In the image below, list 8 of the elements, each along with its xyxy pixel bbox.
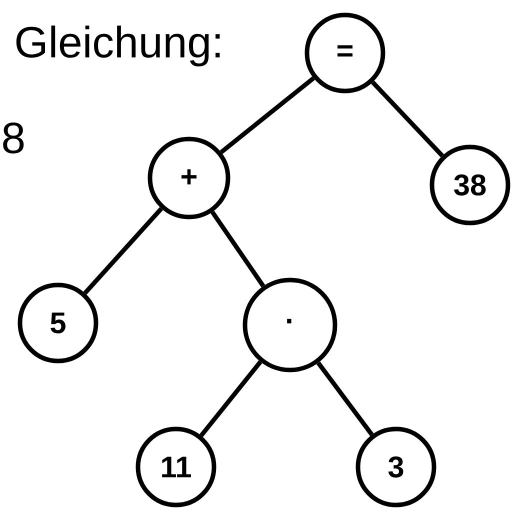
tree-edge xyxy=(220,76,315,154)
heading: Gleichung: xyxy=(16,26,220,66)
tree-edge xyxy=(210,210,266,288)
tree-edge xyxy=(199,360,262,438)
tree-edge xyxy=(83,207,164,295)
tree-edge xyxy=(371,80,444,158)
equation-fragment: 8 xyxy=(3,122,24,154)
tree-edge xyxy=(316,362,374,436)
